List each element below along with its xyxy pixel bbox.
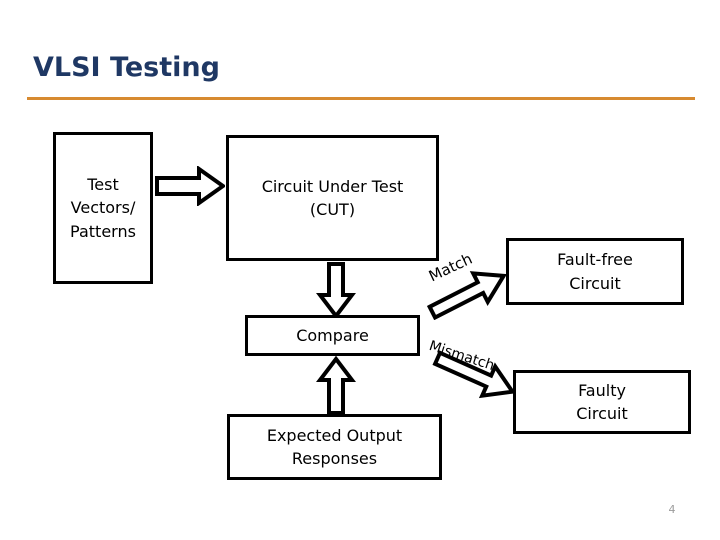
box-label-line: Circuit	[569, 273, 621, 293]
page-title: VLSI Testing	[33, 52, 220, 83]
box-label-compare: Compare	[296, 325, 369, 345]
block-arrow-down-icon	[315, 262, 357, 320]
box-label-faulty: Faulty Circuit	[570, 379, 634, 425]
box-label-line: Circuit	[576, 404, 628, 423]
box-label-line: (CUT)	[309, 200, 356, 219]
block-arrow-up-right-icon	[424, 268, 512, 321]
diagram-box-fault-free-circuit: Fault-free Circuit	[506, 238, 684, 305]
title-underline-rule	[27, 97, 695, 100]
box-label-line: Responses	[291, 449, 378, 468]
page-number: 4	[668, 503, 676, 516]
diagram-box-test-vectors: Test Vectors/ Patterns	[53, 132, 153, 284]
diagram-box-faulty-circuit: Faulty Circuit	[513, 370, 691, 434]
box-label-expected: Expected Output Responses	[261, 424, 408, 470]
box-label-line: Test	[87, 175, 119, 195]
diagram-box-expected-output-responses: Expected Output Responses	[227, 414, 442, 480]
box-label-line: Patterns	[70, 221, 136, 241]
box-label-line: Expected Output	[266, 425, 403, 445]
diagram-box-circuit-under-test: Circuit Under Test (CUT)	[226, 135, 439, 261]
box-label-fault-free: Fault-free Circuit	[551, 248, 639, 294]
box-label-cut: Circuit Under Test (CUT)	[256, 175, 410, 221]
box-label-test-vectors: Test Vectors/ Patterns	[64, 173, 142, 243]
block-arrow-up-icon	[315, 355, 357, 416]
block-arrow-down-right-icon	[430, 348, 520, 402]
box-label-line: Faulty	[578, 380, 626, 400]
box-label-line: Circuit Under Test	[261, 176, 404, 196]
block-arrow-right-icon	[155, 165, 227, 207]
box-label-line: Vectors/	[70, 198, 136, 218]
box-label-line: Fault-free	[557, 250, 633, 270]
diagram-box-compare: Compare	[245, 315, 420, 356]
